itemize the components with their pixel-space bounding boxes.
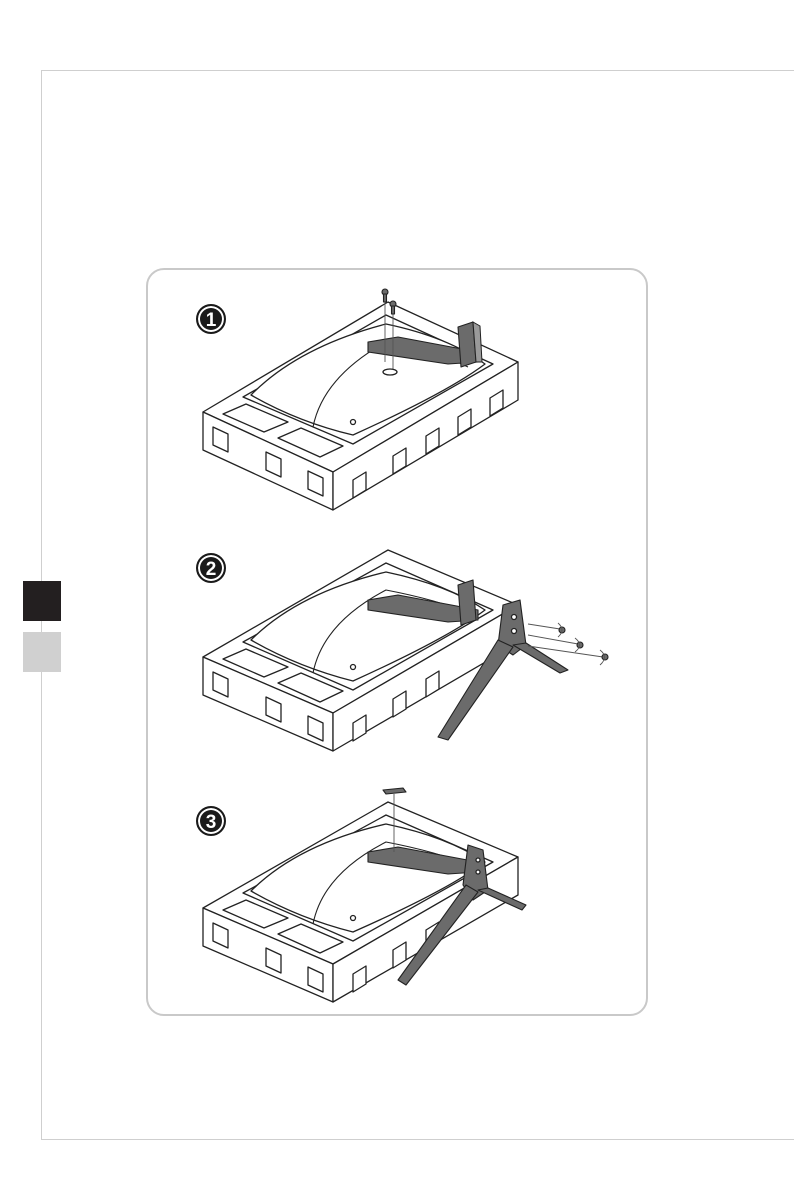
step-3-illustration (148, 780, 646, 1008)
page-border-bottom (41, 1139, 794, 1140)
step-1-illustration (148, 282, 646, 518)
section-tab-inactive[interactable] (23, 632, 61, 672)
page-border-top (41, 70, 794, 71)
section-tab-active[interactable] (23, 581, 61, 621)
step-2-illustration (148, 545, 646, 755)
